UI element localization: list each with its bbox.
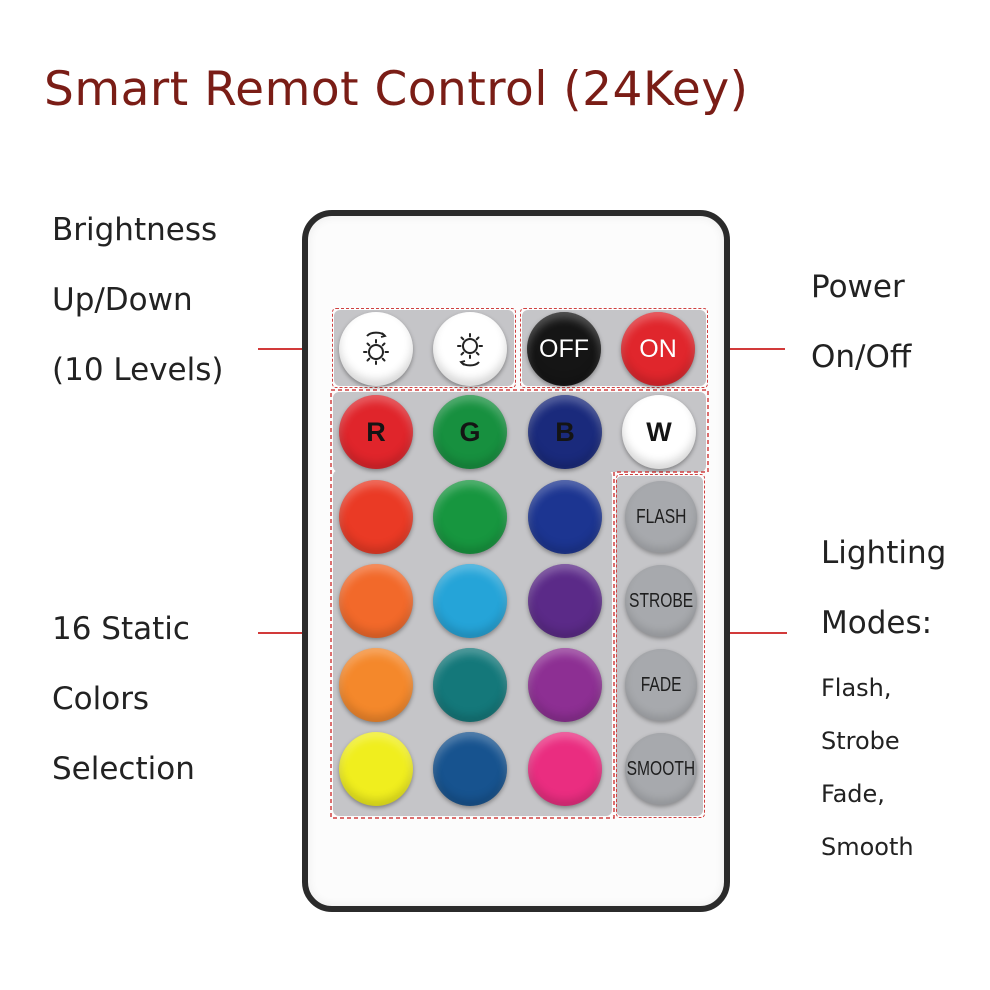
color-button[interactable] <box>528 648 602 722</box>
modes-leader-line <box>703 632 787 634</box>
power-leader-line <box>705 348 785 350</box>
fade-button[interactable]: FADE <box>625 649 697 721</box>
lighting-modes-label-line: Lighting <box>821 535 947 571</box>
brightness-label: Brightness Up/Down (10 Levels) <box>52 195 223 405</box>
power-off-button[interactable]: OFF <box>527 312 601 386</box>
power-group-outline <box>520 308 708 388</box>
flash-button[interactable]: FLASH <box>625 481 697 553</box>
color-button[interactable] <box>339 732 413 806</box>
color-button[interactable] <box>339 564 413 638</box>
smooth-button-label: SMOOTH <box>626 757 696 780</box>
fade-button-label: FADE <box>640 673 682 696</box>
color-button[interactable] <box>528 480 602 554</box>
smooth-button[interactable]: SMOOTH <box>625 733 697 805</box>
green-button[interactable]: G <box>433 395 507 469</box>
lighting-mode-item: Smooth <box>821 833 914 861</box>
power-label-line: Power <box>811 269 905 305</box>
brightness-up-button[interactable] <box>339 312 413 386</box>
brightness-label-line: Brightness <box>52 212 218 248</box>
brightness-label-line: Up/Down <box>52 282 193 318</box>
lighting-mode-item: Fade, <box>821 780 885 808</box>
color-button[interactable] <box>528 564 602 638</box>
static-colors-leader-line <box>258 632 334 634</box>
page-title: Smart Remot Control (24Key) <box>44 62 749 117</box>
white-button[interactable]: W <box>622 395 696 469</box>
brightness-group-outline <box>332 308 516 388</box>
color-button[interactable] <box>339 480 413 554</box>
brightness-leader-line <box>258 348 334 350</box>
static-colors-label-line: Selection <box>52 751 195 787</box>
power-on-button[interactable]: ON <box>621 312 695 386</box>
strobe-button-label: STROBE <box>628 589 694 612</box>
color-button[interactable] <box>433 732 507 806</box>
power-label-line: On/Off <box>811 339 912 375</box>
brightness-label-line: (10 Levels) <box>52 352 224 388</box>
static-colors-label-line: Colors <box>52 681 150 717</box>
power-label: Power On/Off <box>811 252 911 392</box>
flash-button-label: FLASH <box>635 505 687 528</box>
blue-button[interactable]: B <box>528 395 602 469</box>
strobe-button[interactable]: STROBE <box>625 565 697 637</box>
lighting-modes-label-line: Modes: <box>821 605 933 641</box>
lighting-modes-label: Lighting Modes: <box>821 518 946 658</box>
color-button[interactable] <box>433 564 507 638</box>
color-button[interactable] <box>433 480 507 554</box>
lighting-mode-item: Flash, <box>821 674 892 702</box>
red-button[interactable]: R <box>339 395 413 469</box>
color-button[interactable] <box>528 732 602 806</box>
brightness-down-button[interactable] <box>433 312 507 386</box>
brightness-up-icon <box>363 331 389 365</box>
static-colors-label: 16 Static Colors Selection <box>52 594 195 804</box>
lighting-modes-list: Flash, Strobe Fade, Smooth <box>821 662 914 874</box>
lighting-mode-item: Strobe <box>821 727 900 755</box>
modes-group-outline <box>616 474 705 818</box>
brightness-down-icon <box>457 333 483 367</box>
static-colors-label-line: 16 Static <box>52 611 190 647</box>
color-button[interactable] <box>339 648 413 722</box>
color-button[interactable] <box>433 648 507 722</box>
